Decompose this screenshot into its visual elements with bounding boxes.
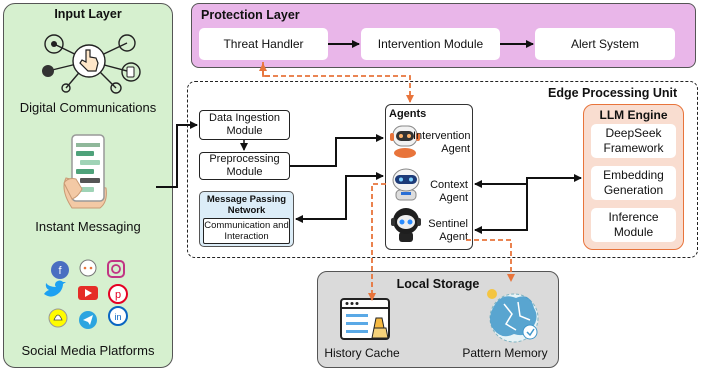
history-cache-icon — [340, 298, 390, 340]
pattern-memory-label: Pattern Memory — [462, 346, 548, 360]
social-media-label: Social Media Platforms — [21, 343, 155, 358]
sentinel-agent-icon — [391, 208, 421, 242]
twitter-icon — [44, 280, 66, 297]
instant-messaging-icon — [63, 134, 107, 209]
message-passing-sub-box: Communication and Interaction — [203, 218, 290, 244]
intervention-module-box: Intervention Module — [361, 28, 500, 60]
digital-communications-label: Digital Communications — [19, 100, 157, 115]
digital-communications-icon — [42, 34, 141, 94]
threat-handler-box: Threat Handler — [199, 28, 328, 60]
facebook-icon — [51, 261, 69, 279]
reddit-icon — [79, 259, 97, 277]
embedding-generation-box: Embedding Generation — [591, 166, 676, 200]
pinterest-icon — [108, 284, 128, 304]
linkedin-icon — [108, 306, 128, 326]
intervention-agent-label: Intervention Agent — [413, 130, 471, 155]
local-storage-title: Local Storage — [396, 277, 480, 291]
input-layer-title: Input Layer — [54, 7, 122, 21]
sentinel-agent-label: Sentinel Agent — [428, 218, 468, 243]
deepseek-framework-box: DeepSeek Framework — [591, 124, 676, 158]
agents-title: Agents — [389, 108, 427, 120]
pattern-memory-icon — [487, 289, 539, 343]
history-cache-label: History Cache — [324, 346, 400, 360]
data-ingestion-box: Data Ingestion Module — [199, 110, 290, 140]
message-passing-title: Message Passing Network — [206, 194, 287, 216]
intervention-agent-icon — [390, 125, 420, 158]
context-agent-label: Context Agent — [430, 179, 468, 204]
instagram-icon — [107, 260, 125, 278]
alert-system-box: Alert System — [535, 28, 675, 60]
instant-messaging-label: Instant Messaging — [35, 219, 141, 234]
preprocessing-box: Preprocessing Module — [199, 152, 290, 180]
inference-module-box: Inference Module — [591, 208, 676, 242]
svg-text:in: in — [114, 312, 121, 322]
context-agent-icon — [392, 168, 420, 201]
edge-unit-title: Edge Processing Unit — [548, 86, 678, 100]
svg-text:f: f — [58, 265, 62, 277]
svg-text:p: p — [115, 289, 121, 301]
protection-layer-title: Protection Layer — [201, 8, 300, 22]
social-media-icons: f p in — [44, 259, 128, 329]
llm-engine-title: LLM Engine — [599, 108, 668, 122]
